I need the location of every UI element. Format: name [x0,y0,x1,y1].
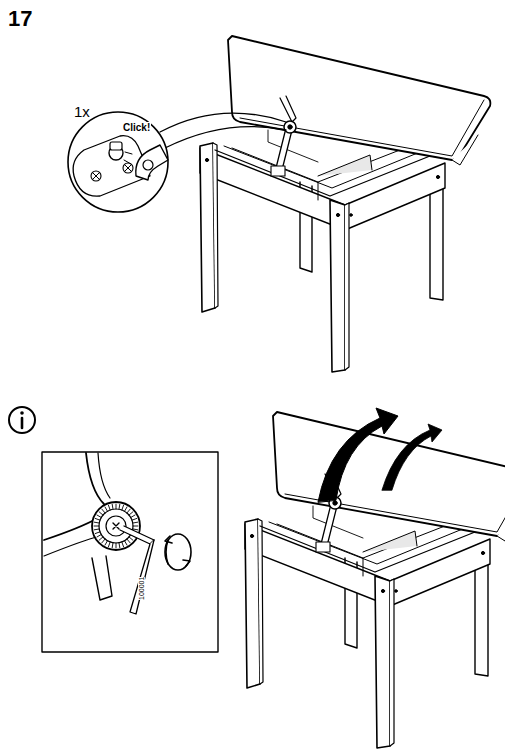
knurl-stroke [105,507,108,511]
knurl-stroke [99,537,103,540]
knurl-stroke [99,512,103,515]
knurl-stroke [102,509,105,513]
knurl-stroke [108,542,110,547]
knurl-stroke [125,507,128,511]
knurl-stroke [131,515,135,518]
knurl-stroke [127,539,130,543]
part-number: 100001 [138,577,145,600]
knurl-stroke [133,522,138,524]
knurl-stroke [95,532,100,534]
knurl-stroke [118,543,120,548]
knurl-stroke [94,522,99,524]
knurl-stroke [122,542,124,547]
knurl-stroke [122,505,124,510]
click-label: Click! [122,122,151,134]
knurl-stroke [116,543,117,548]
knurl-stroke [108,505,110,510]
knurl-stroke [129,512,133,515]
knurl-stroke [102,539,105,543]
knurl-stroke [94,526,99,527]
knurl-stroke [94,528,99,530]
quantity-label: 1x [74,104,90,119]
knurl-stroke [116,504,117,509]
knurl-stroke [129,537,133,540]
knurl-stroke [97,515,101,518]
knurl-stroke [112,543,114,548]
knurl-stroke [95,518,100,520]
knurl-stroke [105,541,108,545]
knurl-stroke [125,541,128,545]
knurl-stroke [118,504,120,509]
knurl-stroke [127,509,130,513]
knurl-stroke [133,526,138,527]
knurl-stroke [112,504,114,509]
step-number: 17 [8,8,32,30]
knurl-stroke [132,518,137,520]
knurl-stroke [97,535,101,538]
